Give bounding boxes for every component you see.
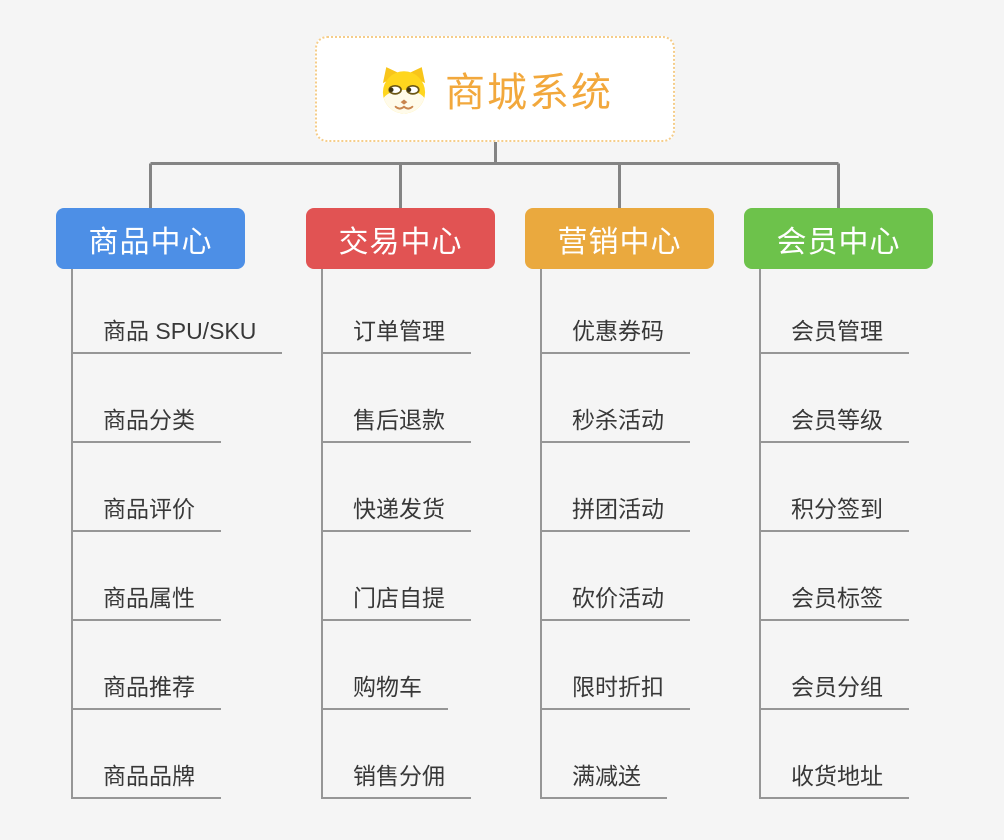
tree-item[interactable]: 商品属性 [73, 532, 221, 621]
tree-item[interactable]: 快递发货 [323, 443, 471, 532]
branch-label: 营销中心 [557, 225, 682, 259]
tree-item-label: 商品 SPU/SKU [103, 318, 257, 344]
tree-item-label: 销售分佣 [353, 763, 445, 789]
tree-item-label: 限时折扣 [572, 674, 664, 700]
tree-item[interactable]: 订单管理 [323, 269, 471, 354]
branch-node-marketing-center[interactable]: 营销中心 [525, 208, 714, 269]
branch-items-transaction-center: 订单管理 售后退款 快递发货 门店自提 购物车 销售分佣 [321, 269, 471, 799]
branch-node-member-center[interactable]: 会员中心 [744, 208, 933, 269]
tree-item-label: 商品品牌 [103, 763, 195, 789]
branch-node-transaction-center[interactable]: 交易中心 [306, 208, 495, 269]
tree-item[interactable]: 限时折扣 [542, 621, 690, 710]
tree-item-label: 订单管理 [353, 318, 445, 344]
root-node[interactable]: 商城系统 [315, 36, 675, 142]
tree-item-label: 会员等级 [791, 407, 883, 433]
branch-label: 会员中心 [776, 225, 901, 259]
tree-item-label: 优惠券码 [572, 318, 664, 344]
tree-item[interactable]: 砍价活动 [542, 532, 690, 621]
tree-item[interactable]: 商品分类 [73, 354, 221, 443]
tree-item[interactable]: 商品品牌 [73, 710, 221, 799]
tree-item[interactable]: 会员标签 [761, 532, 909, 621]
tree-item[interactable]: 会员等级 [761, 354, 909, 443]
branch-items-product-center: 商品 SPU/SKU 商品分类 商品评价 商品属性 商品推荐 商品品牌 [71, 269, 283, 799]
tree-item[interactable]: 商品推荐 [73, 621, 221, 710]
tree-item[interactable]: 销售分佣 [323, 710, 471, 799]
tree-item-label: 商品属性 [103, 585, 195, 611]
branch-items-marketing-center: 优惠券码 秒杀活动 拼团活动 砍价活动 限时折扣 满减送 [540, 269, 690, 799]
tree-item[interactable]: 商品评价 [73, 443, 221, 532]
root-title: 商城系统 [445, 71, 613, 115]
tree-item-label: 会员管理 [791, 318, 883, 344]
tree-item[interactable]: 门店自提 [323, 532, 471, 621]
tree-item[interactable]: 满减送 [542, 710, 667, 799]
tree-item-label: 会员分组 [791, 674, 883, 700]
tree-item-label: 售后退款 [353, 407, 445, 433]
tree-item[interactable]: 会员分组 [761, 621, 909, 710]
tree-item-label: 会员标签 [791, 585, 883, 611]
tree-item[interactable]: 优惠券码 [542, 269, 690, 354]
tree-item-label: 购物车 [353, 674, 422, 700]
branch-label: 交易中心 [338, 225, 463, 259]
tree-item-label: 积分签到 [791, 496, 883, 522]
branch-label: 商品中心 [88, 225, 213, 259]
tree-item[interactable]: 会员管理 [761, 269, 909, 354]
tree-item-label: 秒杀活动 [572, 407, 664, 433]
tree-item-label: 拼团活动 [572, 496, 664, 522]
branch-items-member-center: 会员管理 会员等级 积分签到 会员标签 会员分组 收货地址 [759, 269, 909, 799]
tree-item[interactable]: 拼团活动 [542, 443, 690, 532]
tree-item-label: 快递发货 [353, 496, 445, 522]
tree-item[interactable]: 积分签到 [761, 443, 909, 532]
tree-item[interactable]: 收货地址 [761, 710, 909, 799]
tree-item[interactable]: 售后退款 [323, 354, 471, 443]
dog-face-icon [382, 67, 426, 114]
tree-item[interactable]: 秒杀活动 [542, 354, 690, 443]
tree-item-label: 收货地址 [791, 763, 883, 789]
tree-item-label: 商品分类 [103, 407, 195, 433]
tree-item-label: 满减送 [572, 763, 641, 789]
tree-item-label: 砍价活动 [572, 585, 664, 611]
branch-node-product-center[interactable]: 商品中心 [56, 208, 245, 269]
tree-item-label: 商品评价 [103, 496, 195, 522]
tree-item-label: 门店自提 [353, 585, 445, 611]
tree-item[interactable]: 商品 SPU/SKU [73, 269, 283, 354]
tree-item-label: 商品推荐 [103, 674, 195, 700]
tree-item[interactable]: 购物车 [323, 621, 448, 710]
